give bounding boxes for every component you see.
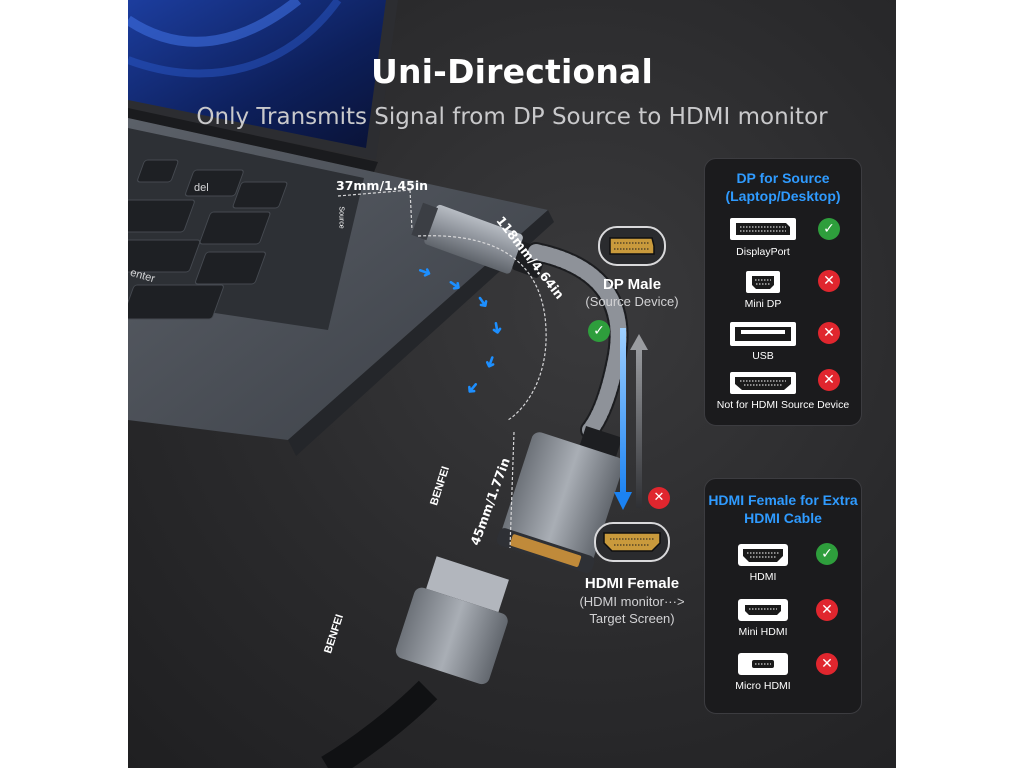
hdmi-port-icon: [738, 544, 788, 566]
page-title: Uni-Directional: [370, 52, 654, 91]
hdmi-female-label: HDMI Female: [584, 575, 680, 592]
dp-item-usb: USB ✕: [705, 319, 861, 365]
mini-hdmi-port-icon: [738, 599, 788, 621]
dp-item-label: Mini DP: [744, 298, 782, 310]
cross-icon: ✕: [816, 599, 838, 621]
hdmi-item-label: Micro HDMI: [735, 680, 791, 692]
page-subtitle: Only Transmits Signal from DP Source to …: [196, 104, 828, 130]
hdmi-female-sublabel-1: (HDMI monitor···>: [579, 594, 685, 609]
check-icon: ✓: [816, 543, 838, 565]
cross-icon: ✕: [818, 369, 840, 391]
hdmi-item-label: HDMI: [749, 571, 777, 583]
micro-hdmi-port-icon: [738, 653, 788, 675]
dp-item-label: USB: [752, 350, 774, 362]
dp-item-mini-dp: Mini DP ✕: [705, 267, 861, 313]
cross-icon: ✕: [818, 270, 840, 292]
dp-male-connector-icon: [598, 226, 666, 266]
hdmi-item-micro-hdmi: Micro HDMI ✕: [705, 651, 861, 697]
hdmi-item-label: Mini HDMI: [738, 626, 788, 638]
mini-dp-port-icon: [746, 271, 780, 293]
dp-panel-title-1: DP for Source: [736, 170, 830, 186]
dp-item-label: DisplayPort: [736, 246, 790, 258]
hdmi-item-mini-hdmi: Mini HDMI ✕: [705, 597, 861, 643]
check-icon: ✓: [593, 323, 605, 339]
dp-item-hdmi-source: Not for HDMI Source Device ✕: [705, 369, 861, 415]
dimension-lines: [337, 189, 547, 549]
usb-port-icon: [730, 322, 796, 346]
hdmi-panel-title-1: HDMI Female for Extra: [708, 492, 858, 508]
forward-ok-badge: ✓: [588, 320, 610, 342]
dp-source-panel: DP for Source (Laptop/Desktop) DisplayPo…: [704, 158, 862, 426]
cross-icon: ✕: [653, 490, 665, 505]
dp-item-label: Not for HDMI Source Device: [716, 399, 850, 411]
dp-male-label: DP Male: [602, 276, 662, 293]
reverse-no-badge: ✕: [648, 487, 670, 509]
cross-icon: ✕: [818, 322, 840, 344]
dp-item-displayport: DisplayPort ✓: [705, 213, 861, 259]
hdmi-item-hdmi: HDMI ✓: [705, 541, 861, 587]
hdmi-port-icon: [730, 372, 796, 394]
plug-dimension: 37mm/1.45in: [336, 178, 429, 193]
dp-panel-title-2: (Laptop/Desktop): [725, 188, 841, 204]
cross-icon: ✕: [816, 653, 838, 675]
laptop-illustration: [128, 0, 629, 768]
dp-male-sublabel: (Source Device): [585, 294, 679, 309]
hdmi-female-panel: HDMI Female for Extra HDMI Cable HDMI ✓ …: [704, 478, 862, 714]
hdmi-female-connector-icon: [594, 522, 670, 562]
check-icon: ✓: [818, 218, 840, 240]
key-del: del: [194, 182, 209, 194]
displayport-port-icon: [730, 218, 796, 240]
direction-arrows: [614, 328, 648, 510]
hdmi-female-sublabel-2: Target Screen): [589, 611, 675, 626]
hdmi-panel-title-2: HDMI Cable: [744, 510, 822, 526]
product-infographic: BENFEI BENFEI Source del enter Uni-Direc…: [128, 0, 896, 768]
